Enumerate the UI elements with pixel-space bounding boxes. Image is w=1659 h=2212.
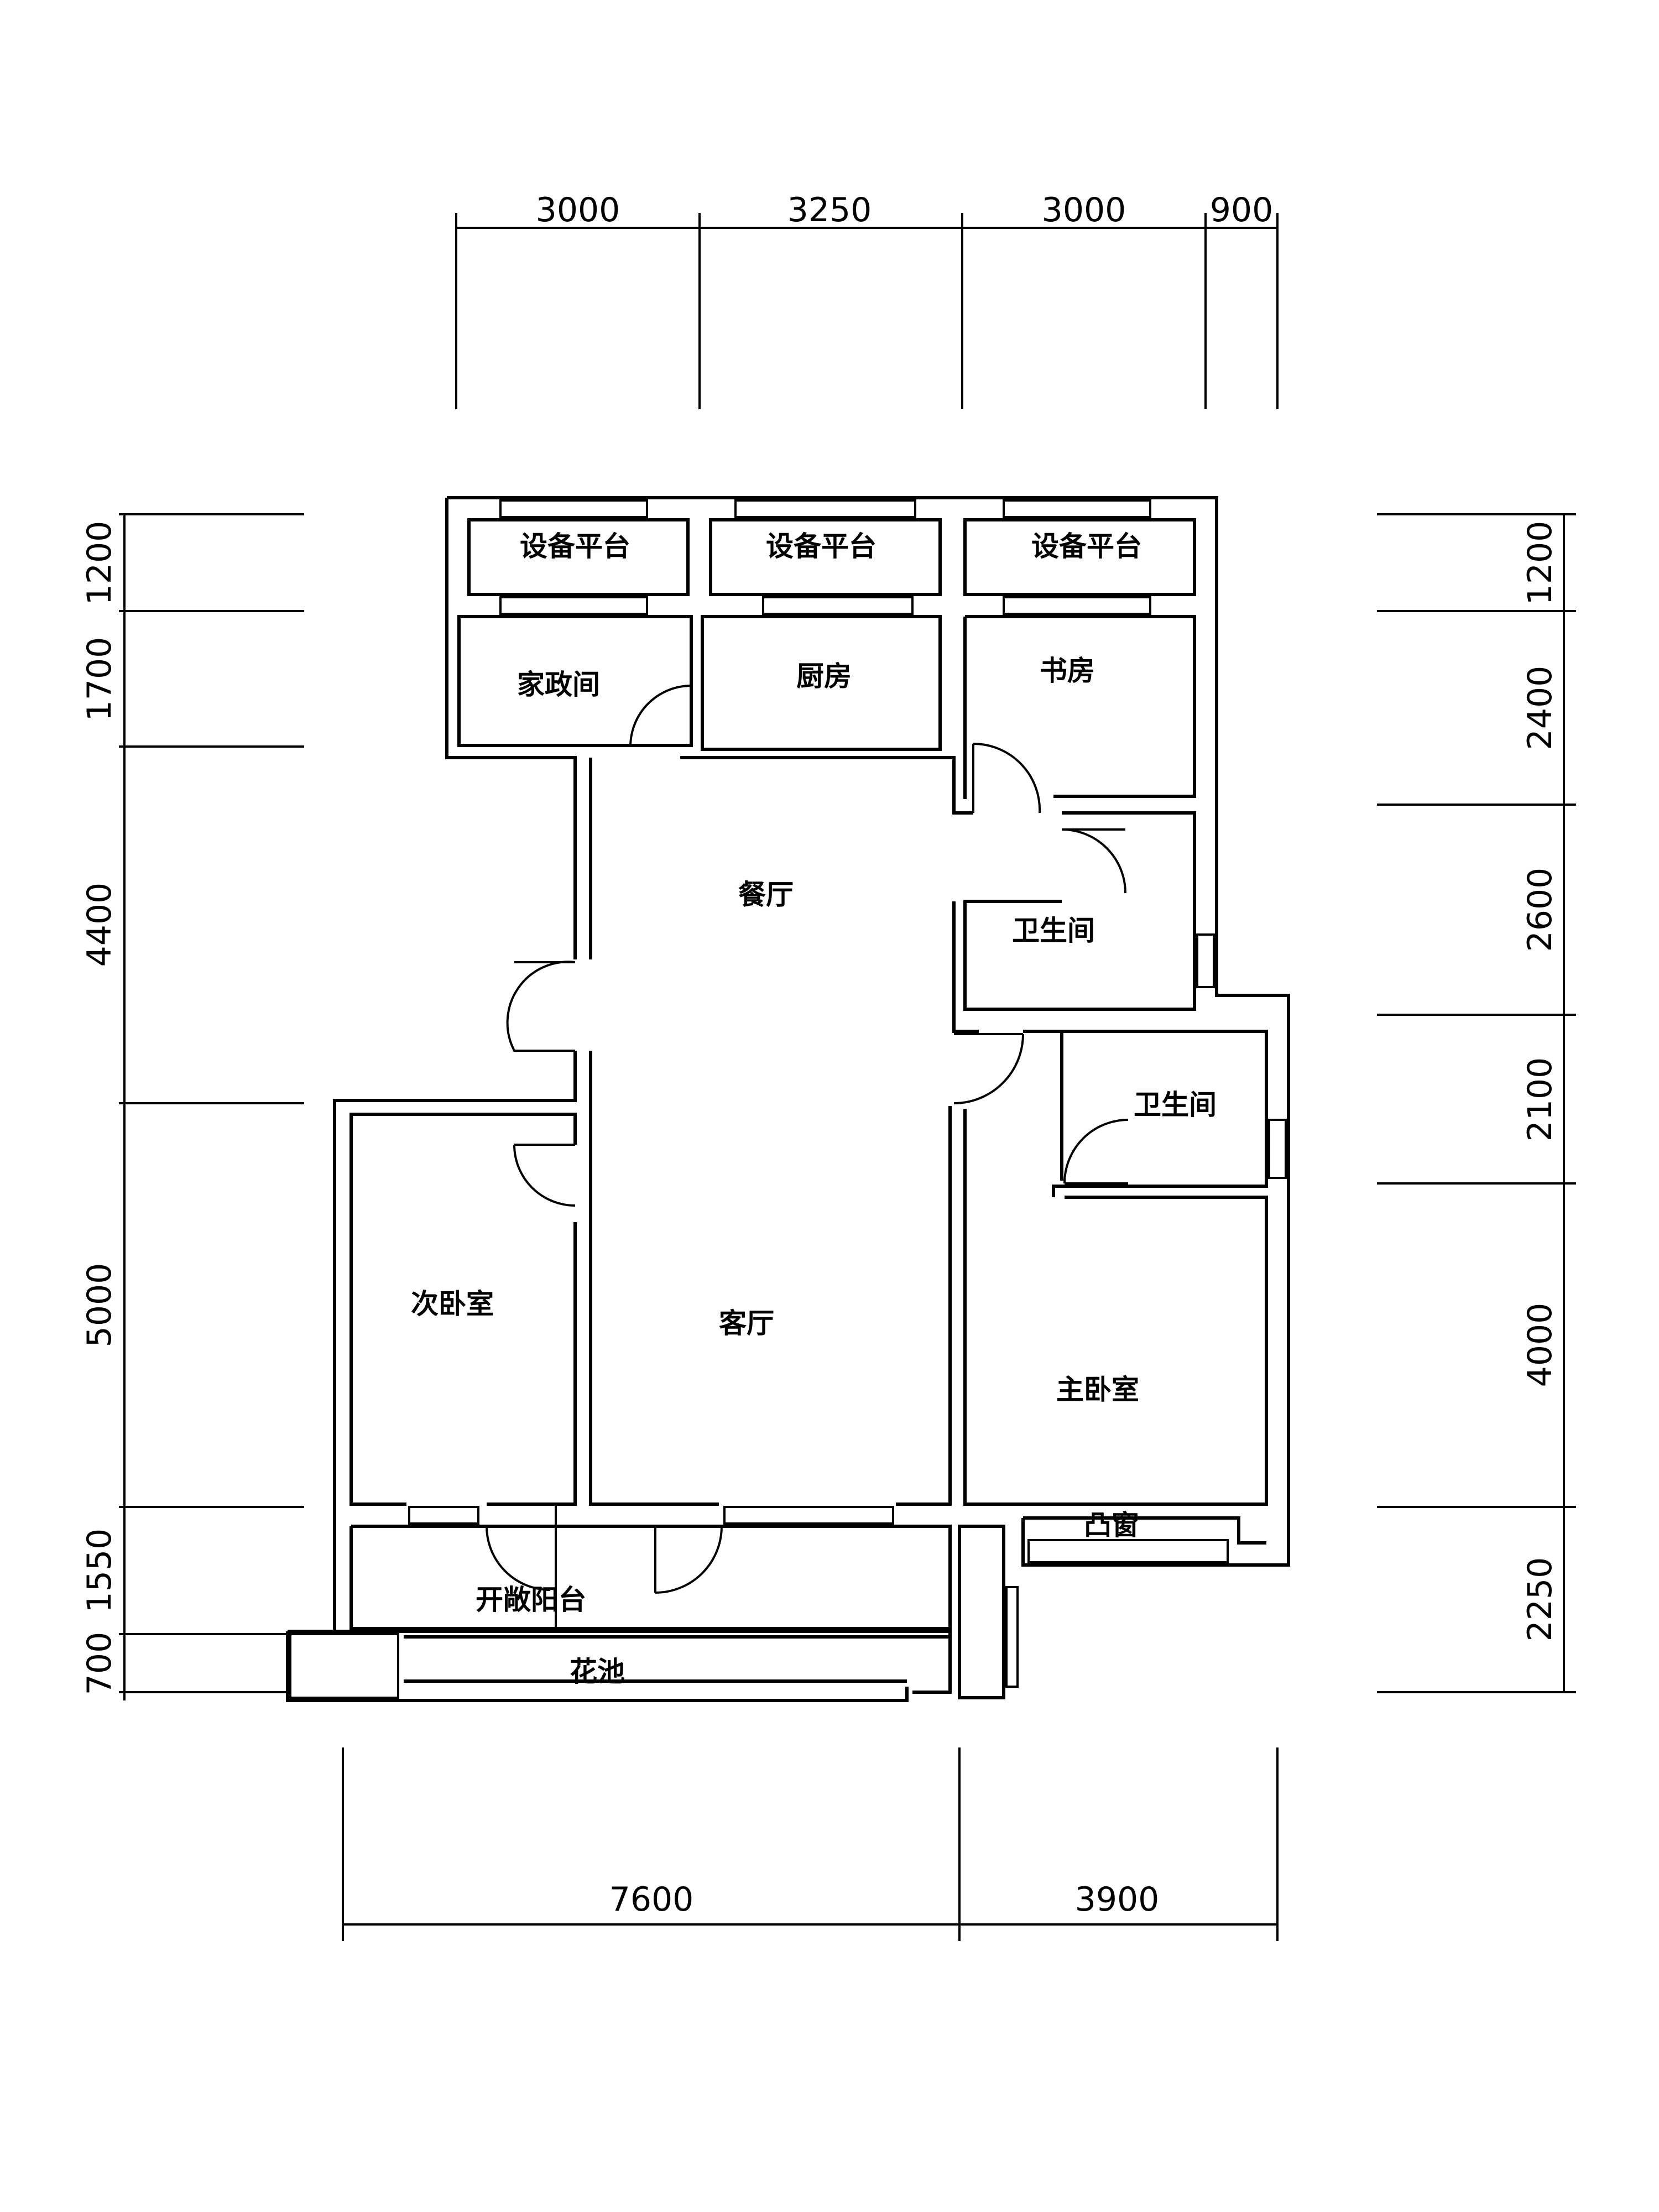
room-label-second-bedroom: 次卧室	[411, 1287, 494, 1320]
right-dim-1: 1200	[1521, 521, 1559, 606]
left-dim-2: 1700	[80, 637, 119, 722]
room-label-living: 客厅	[719, 1307, 774, 1339]
windows	[289, 499, 1287, 1699]
room-labels: 设备平台 设备平台 设备平台 家政间 厨房 书房 餐厅 卫生间 卫生间 次卧室 …	[411, 530, 1217, 1688]
right-dim-6: 2250	[1521, 1557, 1559, 1642]
room-label-bay-window: 凸窗	[1084, 1509, 1139, 1541]
left-dim-5: 1550	[80, 1528, 119, 1613]
right-dim-4: 2100	[1521, 1057, 1559, 1142]
bottom-dim-2: 3900	[1075, 1880, 1160, 1919]
room-label-study: 书房	[1040, 654, 1095, 687]
left-dim-1: 1200	[80, 521, 119, 606]
right-dim-5: 4000	[1521, 1303, 1559, 1387]
room-label-bath1: 卫生间	[1012, 914, 1095, 947]
room-label-equip1: 设备平台	[520, 530, 630, 562]
left-dim-6: 700	[80, 1632, 119, 1695]
room-label-housekeeping: 家政间	[517, 668, 600, 701]
room-label-master-bedroom: 主卧室	[1056, 1373, 1139, 1406]
room-label-dining: 餐厅	[738, 878, 794, 911]
left-dim-4: 5000	[80, 1263, 119, 1348]
right-dim-3: 2600	[1521, 868, 1559, 952]
right-dim-2: 2400	[1521, 666, 1559, 750]
walls	[286, 496, 1290, 1702]
top-dim-1: 3000	[536, 191, 620, 229]
top-dim-4: 900	[1210, 191, 1274, 229]
room-label-equip2: 设备平台	[766, 530, 877, 562]
room-label-kitchen: 厨房	[796, 660, 852, 692]
top-dimensions: 3000 3250 3000 900	[455, 191, 1279, 409]
left-dim-3: 4400	[80, 883, 119, 967]
right-dimensions: 1200 2400 2600 2100 4000 2250	[1377, 513, 1576, 1693]
room-label-open-balcony: 开敞阳台	[476, 1583, 586, 1616]
top-dim-2: 3250	[787, 191, 872, 229]
bottom-dimensions: 7600 3900	[342, 1747, 1279, 1941]
doors	[486, 685, 1129, 1629]
room-label-equip3: 设备平台	[1031, 530, 1142, 562]
bottom-dim-1: 7600	[609, 1880, 694, 1919]
top-dim-3: 3000	[1042, 191, 1126, 229]
room-label-bath2: 卫生间	[1134, 1088, 1217, 1121]
room-label-planter: 花池	[570, 1655, 625, 1688]
left-dimensions: 1200 1700 4400 5000 1550 700	[80, 513, 304, 1700]
